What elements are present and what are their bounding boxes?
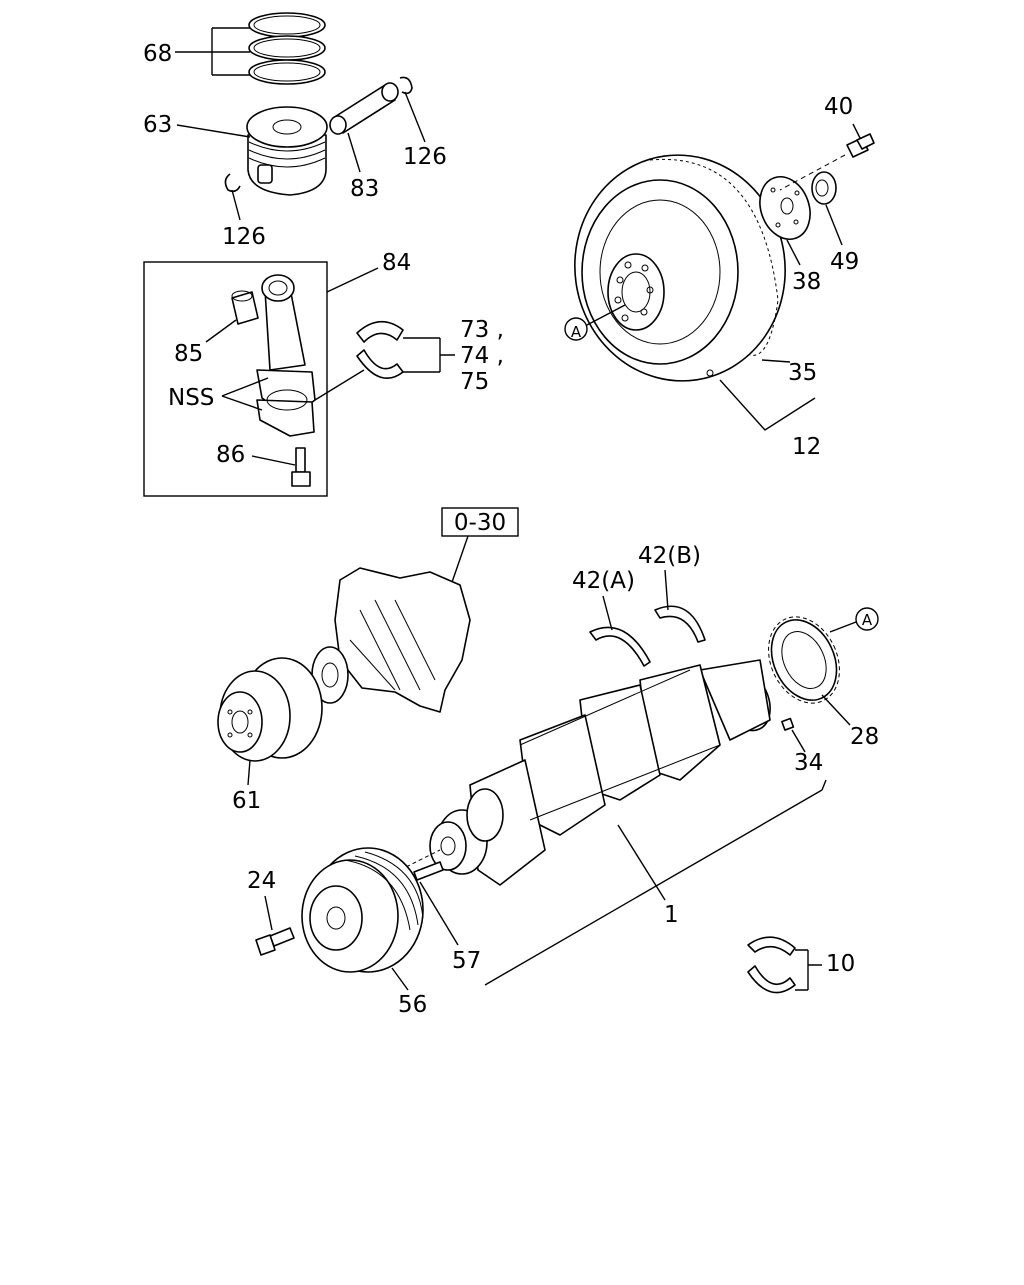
- pin-57: [413, 861, 444, 881]
- callout-56: 56: [398, 992, 427, 1018]
- pulley-61: [217, 657, 323, 762]
- leader-85: [205, 319, 237, 343]
- leader-28: [821, 694, 851, 726]
- leader-24: [264, 895, 273, 931]
- leader-030: [449, 535, 469, 589]
- plate-38: [759, 176, 811, 240]
- piston-pin: [329, 82, 399, 135]
- callout-63: 63: [143, 112, 172, 138]
- callout-38: 38: [792, 269, 821, 295]
- callout-84: 84: [382, 250, 411, 276]
- leader-bearing-rod: [314, 369, 365, 401]
- leader-63: [176, 124, 251, 138]
- callout-68: 68: [143, 41, 172, 67]
- gear-case-housing: [311, 567, 471, 713]
- damper-pulley-56: [301, 847, 424, 973]
- flywheel: [574, 154, 786, 382]
- bolt-axis-dash: [779, 154, 846, 191]
- callout-126-lower: 126: [222, 224, 266, 250]
- callout-34: 34: [794, 750, 823, 776]
- leader-61: [247, 759, 251, 786]
- ref-a-circle-2: [855, 607, 879, 631]
- callout-57: 57: [452, 948, 481, 974]
- callout-61: 61: [232, 788, 261, 814]
- piston: [246, 106, 328, 196]
- callout-nss: NSS: [168, 385, 214, 411]
- leader-84: [326, 267, 379, 293]
- callout-75: 75: [460, 369, 489, 395]
- callout-42b: 42(B): [638, 543, 701, 569]
- snap-ring-lower: [224, 173, 241, 193]
- callout-83: 83: [350, 176, 379, 202]
- callout-126-upper: 126: [403, 144, 447, 170]
- leader-57: [419, 881, 459, 946]
- key-34: [781, 717, 795, 731]
- leader-ref-a-1: [586, 304, 626, 326]
- leader-68: [175, 27, 250, 76]
- pilot-bearing-49: [811, 171, 837, 205]
- callout-42a: 42(A): [572, 568, 635, 594]
- leader-35: [761, 359, 791, 363]
- callout-35: 35: [788, 360, 817, 386]
- callout-49: 49: [830, 249, 859, 275]
- snap-ring-upper: [399, 76, 413, 95]
- ref-a-circle-1: [564, 317, 588, 341]
- callout-24: 24: [247, 868, 276, 894]
- leader-1-bracket: [484, 779, 827, 986]
- conrod-bearings: [356, 320, 404, 379]
- piston-rings: [248, 12, 326, 85]
- leader-56: [391, 967, 409, 991]
- callout-28: 28: [850, 724, 879, 750]
- callout-12: 12: [792, 434, 821, 460]
- bolt-24: [255, 927, 295, 956]
- leader-42b: [664, 569, 669, 611]
- leader-34: [791, 729, 806, 753]
- crankshaft: [429, 659, 771, 886]
- leader-1-a: [617, 824, 666, 901]
- thrust-washer-42a: [589, 626, 651, 667]
- leader-83: [347, 132, 361, 173]
- leader-40: [852, 123, 861, 139]
- bolt-40: [846, 133, 875, 158]
- leader-10: [795, 949, 822, 991]
- leader-ref-a-2: [829, 621, 857, 633]
- crank-gear-28: [768, 616, 840, 704]
- leader-126-upper: [404, 91, 426, 143]
- leader-38: [786, 239, 801, 266]
- ref-030-box: [441, 507, 519, 537]
- bolt-86: [291, 447, 311, 487]
- ref-030-label: 0-30: [454, 510, 506, 536]
- main-bearings: [747, 936, 796, 994]
- callout-1: 1: [664, 902, 679, 928]
- thrust-washer-42b: [654, 605, 706, 643]
- leader-42a: [602, 595, 613, 631]
- callout-73: 73 ,: [460, 317, 504, 343]
- leader-126-lower: [231, 189, 241, 221]
- small-end-bushing: [231, 291, 259, 325]
- leader-86: [251, 455, 296, 466]
- ref-a-label-2: A: [862, 611, 873, 629]
- callout-10: 10: [826, 951, 855, 977]
- callout-86: 86: [216, 442, 245, 468]
- callout-40: 40: [824, 94, 853, 120]
- callout-85: 85: [174, 341, 203, 367]
- leader-12: [719, 379, 816, 431]
- callout-74: 74 ,: [460, 343, 504, 369]
- connecting-rod: [256, 274, 316, 437]
- conrod-box: [143, 261, 328, 497]
- leader-73-75: [403, 337, 455, 373]
- leader-nss: [221, 377, 269, 411]
- leader-49: [825, 204, 843, 246]
- ref-a-label-1: A: [571, 323, 582, 341]
